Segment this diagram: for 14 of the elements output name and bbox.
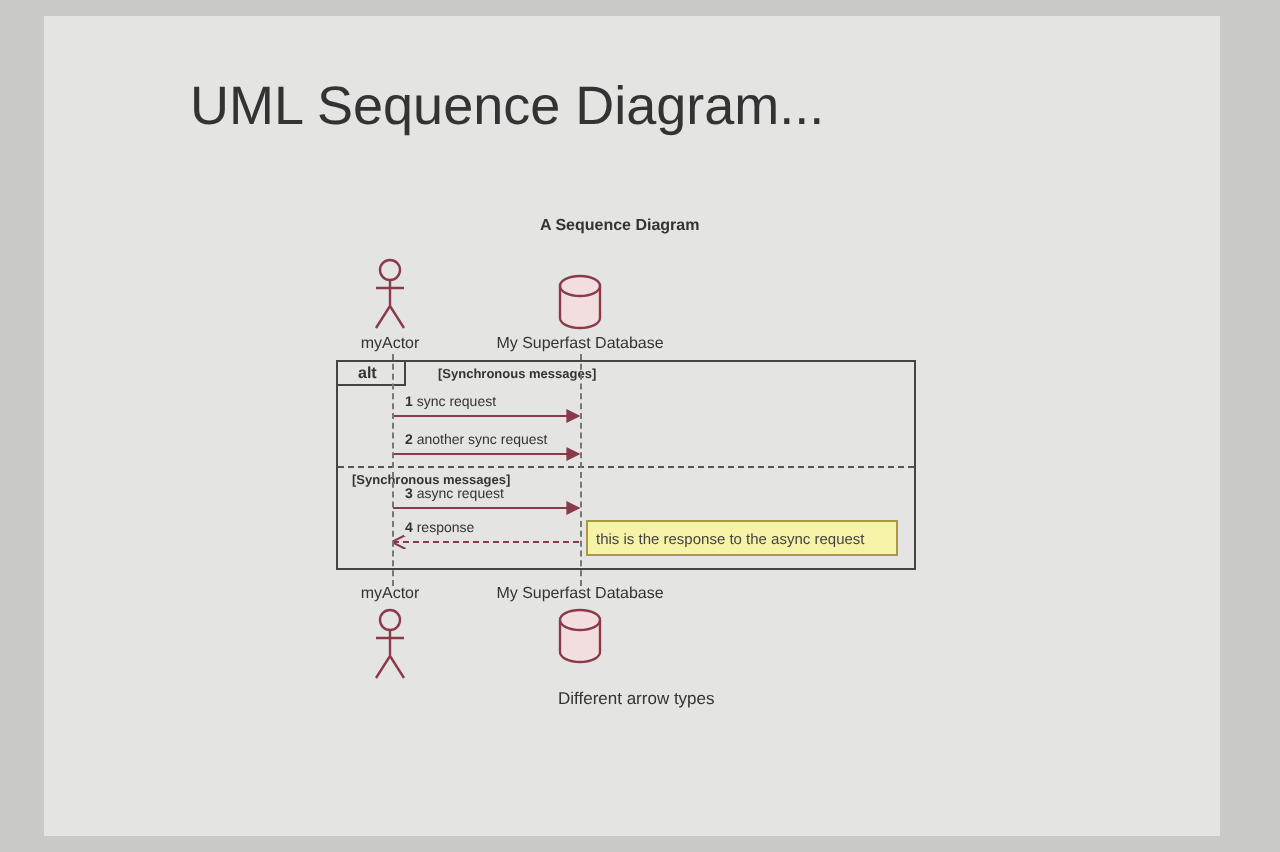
- diagram-caption: Different arrow types: [558, 688, 715, 708]
- lifeline: [391, 354, 393, 586]
- lifeline: [579, 354, 581, 586]
- participant-name: My Superfast Database: [496, 334, 664, 352]
- participant-name: My Superfast Database: [496, 584, 664, 602]
- fragment-tab: alt: [338, 362, 407, 386]
- message-arrow: [390, 533, 580, 551]
- slide-heading: UML Sequence Diagram...: [190, 76, 825, 138]
- message-arrow: [392, 409, 581, 423]
- participant-name: myActor: [360, 334, 420, 352]
- message-arrow: [392, 447, 581, 461]
- centered-label: A Sequence Diagram: [540, 216, 700, 234]
- message-arrow: [392, 501, 581, 515]
- participant-name: myActor: [360, 584, 420, 602]
